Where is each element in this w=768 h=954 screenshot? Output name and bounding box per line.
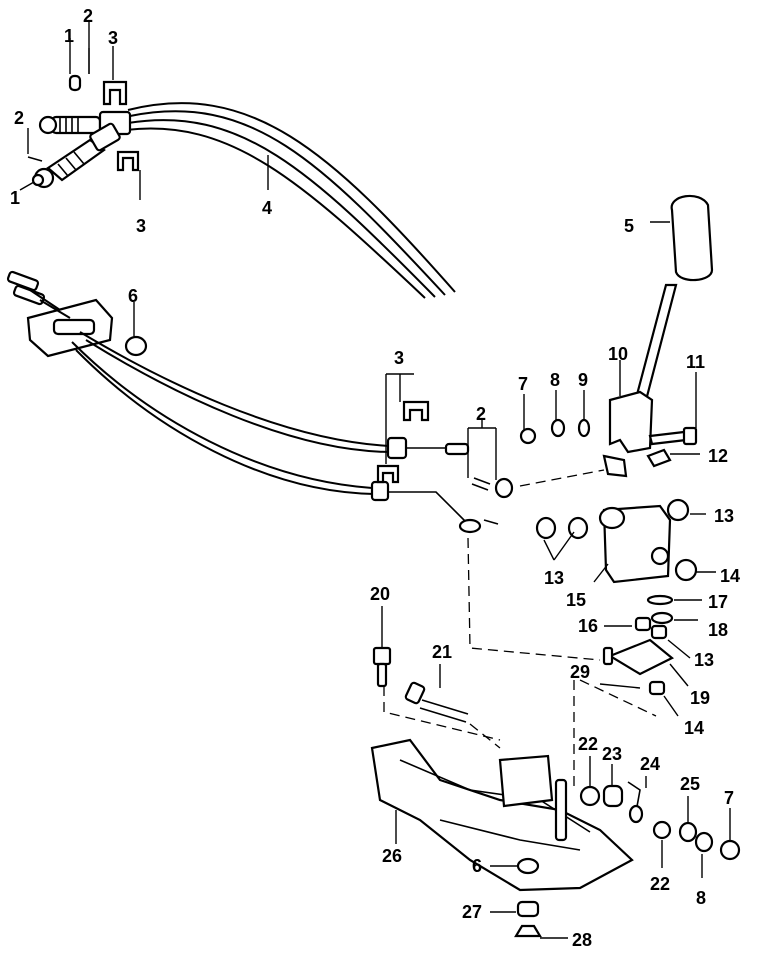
callout-19: 19 [690,688,710,708]
callout-6a: 6 [128,286,138,306]
callout-17: 17 [708,592,728,612]
callout-3b: 3 [136,216,146,236]
shift-cable-assembly-top [27,48,456,299]
callout-7b: 7 [724,788,734,808]
callout-1b: 1 [10,188,20,208]
callout-28: 28 [572,930,592,950]
callout-13b: 13 [544,568,564,588]
callout-labels: 1 2 3 2 1 3 4 5 6 3 10 11 7 8 9 2 12 13 … [10,6,740,950]
callout-13c: 13 [694,650,714,670]
leader-lines [19,22,731,939]
shift-lever-assembly [519,194,714,478]
callout-8a: 8 [550,370,560,390]
callout-10: 10 [608,344,628,364]
callout-21: 21 [432,642,452,662]
callout-18: 18 [708,620,728,640]
callout-2a: 2 [83,6,93,26]
callout-5: 5 [624,216,634,236]
shift-lever-small-parts [602,594,675,696]
callout-14b: 14 [684,718,704,738]
callout-2b: 2 [14,108,24,128]
callout-12: 12 [708,446,728,466]
callout-2c: 2 [476,404,486,424]
callout-8b: 8 [696,888,706,908]
callout-16: 16 [578,616,598,636]
shifter-base-bracket [370,646,634,938]
callout-14a: 14 [720,566,740,586]
callout-7a: 7 [518,374,528,394]
callout-6b: 6 [472,856,482,876]
callout-15: 15 [566,590,586,610]
callout-1a: 1 [64,26,74,46]
callout-23: 23 [602,744,622,764]
callout-29: 29 [570,662,590,682]
callout-26: 26 [382,846,402,866]
callout-24: 24 [640,754,660,774]
callout-22a: 22 [578,734,598,754]
callout-13a: 13 [714,506,734,526]
callout-20: 20 [370,584,390,604]
callout-11: 11 [686,352,705,372]
callout-25: 25 [680,774,700,794]
shift-cable-assembly-lower [6,270,514,534]
callout-22b: 22 [650,874,670,894]
callout-27: 27 [462,902,482,922]
callout-4: 4 [262,198,272,218]
callout-3c: 3 [394,348,404,368]
callout-3a: 3 [108,28,118,48]
callout-9: 9 [578,370,588,390]
